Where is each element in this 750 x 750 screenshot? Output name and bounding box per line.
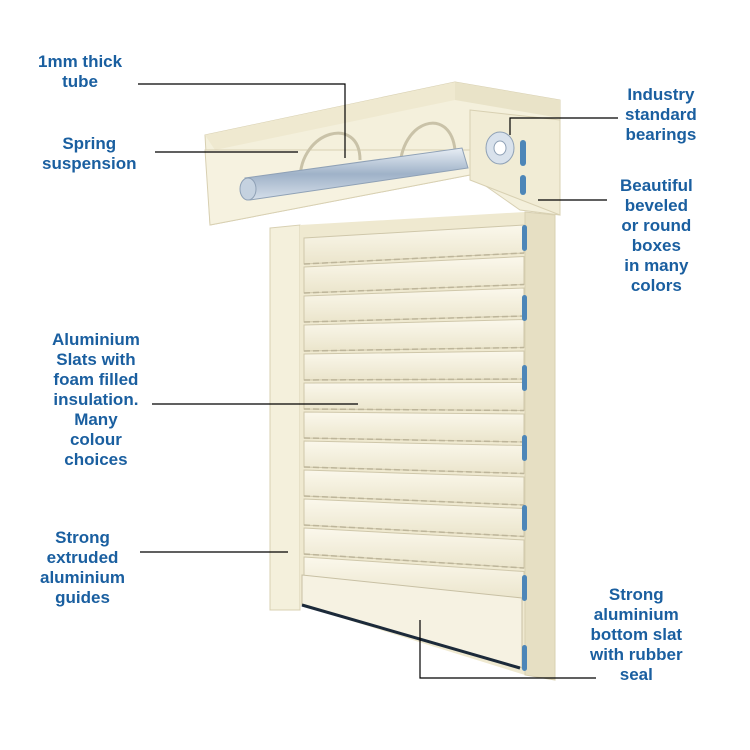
slat-joint (303, 408, 525, 412)
slat-joint (303, 252, 525, 265)
slat (303, 350, 525, 381)
guide-bracket (522, 575, 527, 601)
label-guides: Strong extruded aluminium guides (40, 528, 126, 607)
slat-joint (303, 437, 525, 443)
guide-bracket (522, 365, 527, 391)
guide-accents (522, 225, 527, 671)
slat-joint (303, 283, 525, 294)
guide-bracket (522, 295, 527, 321)
bottom-slat (301, 574, 523, 670)
label-bearings: Industry standard bearings (625, 85, 697, 144)
label-spring-suspension: Spring suspension (42, 134, 137, 173)
slat-joint (303, 378, 525, 381)
spring-suspension (298, 121, 457, 181)
guide-bracket (522, 225, 527, 251)
label-bottom-slat: Strong aluminium bottom slat with rubber… (590, 585, 683, 684)
slat-joint (303, 315, 525, 323)
bearing-end (469, 109, 561, 216)
slat-joint (303, 466, 525, 475)
slat-joint (303, 553, 525, 569)
guide-bracket (522, 645, 527, 671)
leader-lines (138, 83, 618, 679)
label-boxes: Beautiful beveled or round boxes in many… (620, 176, 693, 295)
slat-joint (303, 346, 525, 352)
label-slats: Aluminium Slats with foam filled insulat… (52, 330, 140, 469)
slat-joint (303, 495, 525, 506)
label-tube: 1mm thick tube (38, 52, 123, 91)
slats (303, 224, 525, 601)
slat-joint (303, 524, 525, 538)
tube (239, 147, 469, 201)
slat (303, 411, 525, 443)
slat (303, 381, 525, 412)
guide-bracket (522, 505, 527, 531)
slat (303, 318, 525, 352)
guide-bracket (522, 435, 527, 461)
